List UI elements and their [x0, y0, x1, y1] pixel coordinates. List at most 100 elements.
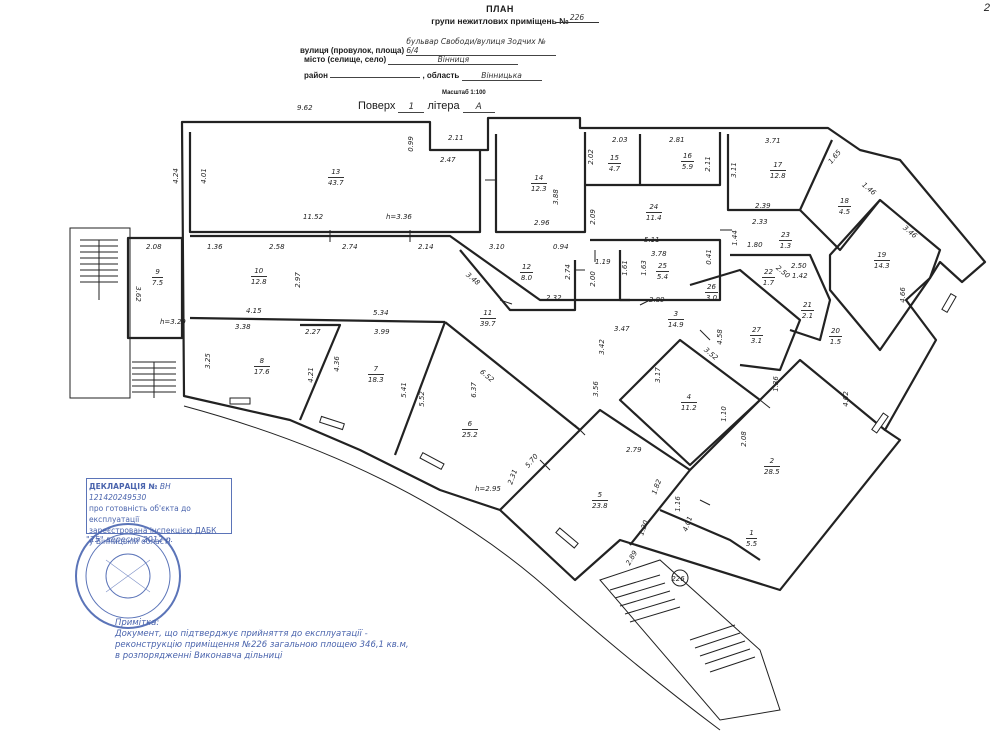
stair-block-left: [69, 227, 131, 399]
entrance-number: 226: [671, 575, 685, 583]
dimension-label: 4.21: [306, 367, 315, 383]
dimension-label: 4.58: [715, 329, 724, 345]
dimension-label: 3.10: [489, 243, 505, 251]
inner-wall: [393, 321, 447, 456]
city-row: місто (селище, село) Вінниця: [304, 55, 519, 65]
street-value: бульвар Свободи/вулиця Зодчих № 6/4: [406, 37, 557, 56]
inner-wall: [126, 236, 184, 340]
dimension-label: 2.33: [752, 218, 768, 226]
inner-wall: [459, 249, 577, 312]
inner-wall: [444, 321, 581, 431]
dimension-label: 2.11: [448, 134, 464, 142]
dimension-label: 1.61: [620, 260, 629, 276]
dimension-label: 0.94: [553, 243, 569, 251]
inner-wall: [590, 238, 722, 302]
round-seal: [75, 523, 181, 629]
stair-steps: [132, 361, 176, 398]
inner-wall: [494, 132, 587, 234]
entrance-marker: [671, 569, 689, 587]
inner-wall: [689, 268, 802, 372]
dimension-label: 2.81: [669, 136, 685, 144]
inner-wall: [585, 132, 722, 187]
dimension-label: 4.24: [171, 168, 180, 184]
declaration-stamp: ДЕКЛАРАЦІЯ № ВН 121420249530 про готовні…: [86, 478, 232, 546]
dimension-label: 3.11: [729, 162, 738, 178]
dimension-label: 3.17: [653, 367, 662, 383]
dimension-label: 2.96: [534, 219, 550, 227]
inner-wall: [298, 323, 342, 421]
dimension-label: 3.71: [765, 137, 781, 145]
dimension-label: 2.47: [440, 156, 456, 164]
inner-wall: [190, 234, 630, 302]
inner-wall: [188, 132, 482, 234]
inner-wall: [828, 198, 942, 352]
plan-subtitle: групи нежитлових приміщень №: [431, 16, 569, 26]
stair-steps: [609, 574, 756, 673]
dimension-label: 3.62: [133, 286, 142, 302]
dimension-label: 11.52: [303, 213, 324, 221]
dimension-label: h=3.29: [160, 318, 186, 326]
dimension-label: 2.11: [703, 156, 712, 172]
dimension-label: 0.99: [406, 136, 415, 152]
dimension-label: 2.32: [546, 294, 562, 302]
dimension-label: 2.50: [791, 262, 807, 270]
dimension-label: 2.74: [563, 264, 572, 280]
region-value: Вінницька: [461, 71, 542, 81]
dimension-label: 2.74: [342, 243, 358, 251]
page-number: 2: [983, 2, 990, 14]
street-row: вулиця (провулок, площа) бульвар Свободи…: [300, 37, 557, 56]
dimension-label: 1.36: [207, 243, 223, 251]
footnote: Примітка: Документ, що підтверджує прийн…: [115, 618, 409, 661]
dimension-label: 2.02: [586, 149, 595, 165]
dimension-label: 4.66: [898, 287, 907, 303]
dimension-label: 9.62: [297, 104, 313, 112]
dimension-label: 5.41: [399, 382, 408, 398]
dimension-label: 2.00: [588, 271, 597, 287]
dimension-label: 3.38: [235, 323, 251, 331]
district-row: район , область Вінницька: [304, 71, 542, 81]
dimension-label: 5.52: [417, 391, 426, 407]
dimension-label: 5.34: [373, 309, 389, 317]
dimension-label: 4.01: [199, 168, 208, 184]
dimension-label: 2.08: [739, 431, 748, 447]
dimension-label: 2.39: [755, 202, 771, 210]
inner-wall: [799, 199, 881, 252]
inner-wall: [659, 508, 761, 561]
inner-wall: [730, 253, 832, 342]
dimension-label: 2.08: [146, 243, 162, 251]
dimension-label: 2.03: [612, 136, 628, 144]
dimension-label: 5.11: [644, 236, 660, 244]
dimension-label: 0.41: [704, 249, 713, 265]
dimension-label: 2.79: [626, 446, 642, 454]
dimension-label: h=3.36: [386, 213, 412, 221]
dimension-label: 1.44: [730, 230, 739, 246]
dimension-label: 1.16: [673, 496, 682, 512]
dimension-label: 6.37: [469, 382, 478, 398]
inner-wall: [499, 408, 692, 546]
dimension-label: 1.42: [792, 272, 808, 280]
city-value: Вінниця: [388, 55, 519, 65]
dimension-label: h=2.95: [475, 485, 501, 493]
dimension-label: 4.15: [246, 307, 262, 315]
dimension-label: 3.42: [597, 339, 606, 355]
plan-title: ПЛАН: [486, 4, 514, 14]
inner-wall: [726, 134, 834, 212]
inner-wall: [689, 358, 886, 471]
